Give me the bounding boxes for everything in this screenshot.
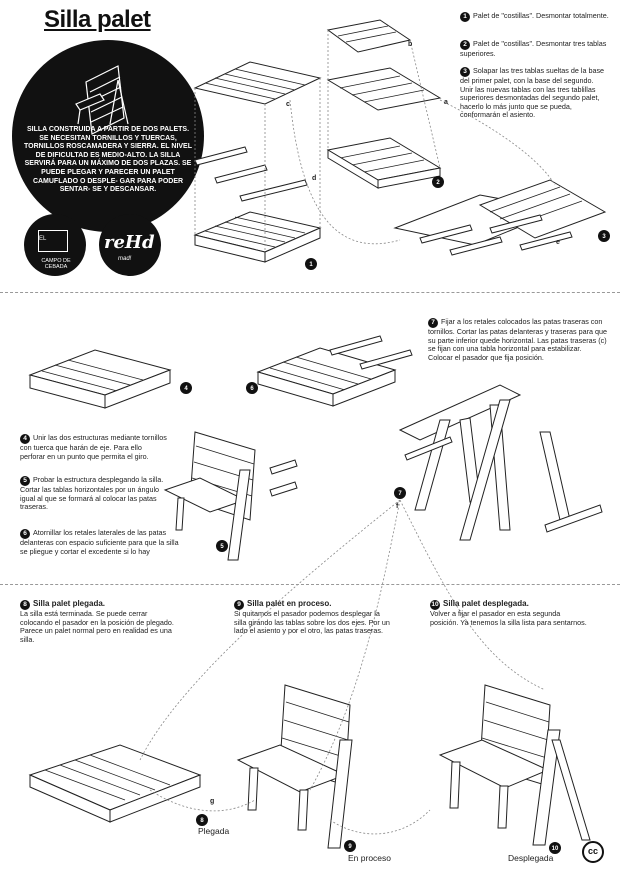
marker-1: 1 xyxy=(305,258,317,270)
step-1-text: Palet de "costillas". Desmontar totalmen… xyxy=(473,11,609,20)
caption-desplegada: Desplegada xyxy=(508,853,554,863)
step-9-text: Si quitamos el pasador podemos desplegar… xyxy=(234,609,390,636)
step-8-heading: Silla palet plegada. xyxy=(33,599,106,608)
letter-c: c xyxy=(286,101,290,108)
step-10-text: Volver a fijar el pasador en esta segund… xyxy=(430,609,587,627)
logo-frame xyxy=(38,230,68,252)
page-title: Silla palet xyxy=(44,6,151,33)
marker-6: 6 xyxy=(246,382,258,394)
step-8-text: La silla está terminada. Se puede cerrar… xyxy=(20,609,174,644)
step4-diagram xyxy=(28,349,172,409)
step7-diagram xyxy=(398,384,603,541)
logo2-text: reHd xyxy=(104,232,155,253)
marker-9: 9 xyxy=(344,840,356,852)
step10-deployed-diagram xyxy=(438,684,591,846)
step3-seat-diagram xyxy=(393,179,607,256)
step-4-text: Unir las dos estructuras mediante tornil… xyxy=(20,433,167,461)
step-9-heading: Silla palet en proceso. xyxy=(247,599,332,608)
svg-text:9: 9 xyxy=(348,844,352,850)
marker-8: 8 xyxy=(196,814,208,826)
svg-text:6: 6 xyxy=(250,386,254,392)
intro-text: SILLA CONSTRUIDA A PARTIR DE DOS PALETS.… xyxy=(23,126,193,194)
svg-text:4: 4 xyxy=(184,386,188,392)
svg-text:5: 5 xyxy=(220,544,224,550)
step-3-number: 3 xyxy=(460,67,470,77)
step-7-text: Fijar a los retales colocados las patas … xyxy=(428,317,607,362)
step-9-number: 9 xyxy=(234,600,244,610)
step-1-number: 1 xyxy=(460,12,470,22)
rehd-mad-logo xyxy=(99,214,161,276)
step5-chair-diagram xyxy=(163,431,298,561)
letter-d: d xyxy=(312,175,316,182)
marker-4: 4 xyxy=(180,382,192,394)
section-divider-top xyxy=(0,292,620,293)
step-2-text: Palet de "costillas". Desmontar tres tab… xyxy=(460,39,607,58)
step6-diagram xyxy=(256,335,413,407)
marker-3: 3 xyxy=(598,230,610,242)
section-divider-bottom xyxy=(0,584,620,585)
step8-folded-diagram xyxy=(28,744,202,823)
step-10-number: 10 xyxy=(430,600,440,610)
step9-process-diagram xyxy=(236,684,353,849)
step1-pallet-diagram xyxy=(193,61,322,263)
letter-f: f xyxy=(396,503,399,510)
svg-text:8: 8 xyxy=(200,818,204,824)
letter-b: b xyxy=(408,41,412,48)
step2-pallet-diagram xyxy=(326,19,442,189)
step-6-text: Atornillar los retales laterales de las … xyxy=(20,528,179,556)
step-2-number: 2 xyxy=(460,40,470,50)
logo1-text: CAMPO DE CEBADA xyxy=(41,258,71,270)
creative-commons-icon: cc xyxy=(582,841,604,863)
svg-text:1: 1 xyxy=(309,262,313,268)
logo2-small-text: mad! xyxy=(118,256,132,262)
letter-a: a xyxy=(444,99,448,106)
marker-10: 10 xyxy=(549,842,561,854)
marker-2: 2 xyxy=(432,176,444,188)
svg-text:10: 10 xyxy=(552,846,559,852)
marker-5: 5 xyxy=(216,540,228,552)
step-3-text: Solapar las tres tablas sueltas de la ba… xyxy=(460,66,605,120)
letter-e: e xyxy=(556,239,560,246)
svg-text:7: 7 xyxy=(398,491,402,497)
svg-text:3: 3 xyxy=(602,234,606,240)
campo-de-cebada-logo xyxy=(24,214,86,276)
svg-text:2: 2 xyxy=(436,180,440,186)
step-7-number: 7 xyxy=(428,318,438,328)
step-8-number: 8 xyxy=(20,600,30,610)
step-5-text: Probar la estructura desplegando la sill… xyxy=(20,475,164,512)
caption-plegada: Plegada xyxy=(198,826,230,836)
letter-g: g xyxy=(210,798,214,805)
caption-en-proceso: En proceso xyxy=(348,853,391,863)
step-4-number: 4 xyxy=(20,434,30,444)
marker-7: 7 xyxy=(394,487,406,499)
step-5-number: 5 xyxy=(20,476,30,486)
step-6-number: 6 xyxy=(20,529,30,539)
step-10-heading: Silla palet desplegada. xyxy=(443,599,529,608)
logo1-small-text: EL xyxy=(39,236,47,242)
